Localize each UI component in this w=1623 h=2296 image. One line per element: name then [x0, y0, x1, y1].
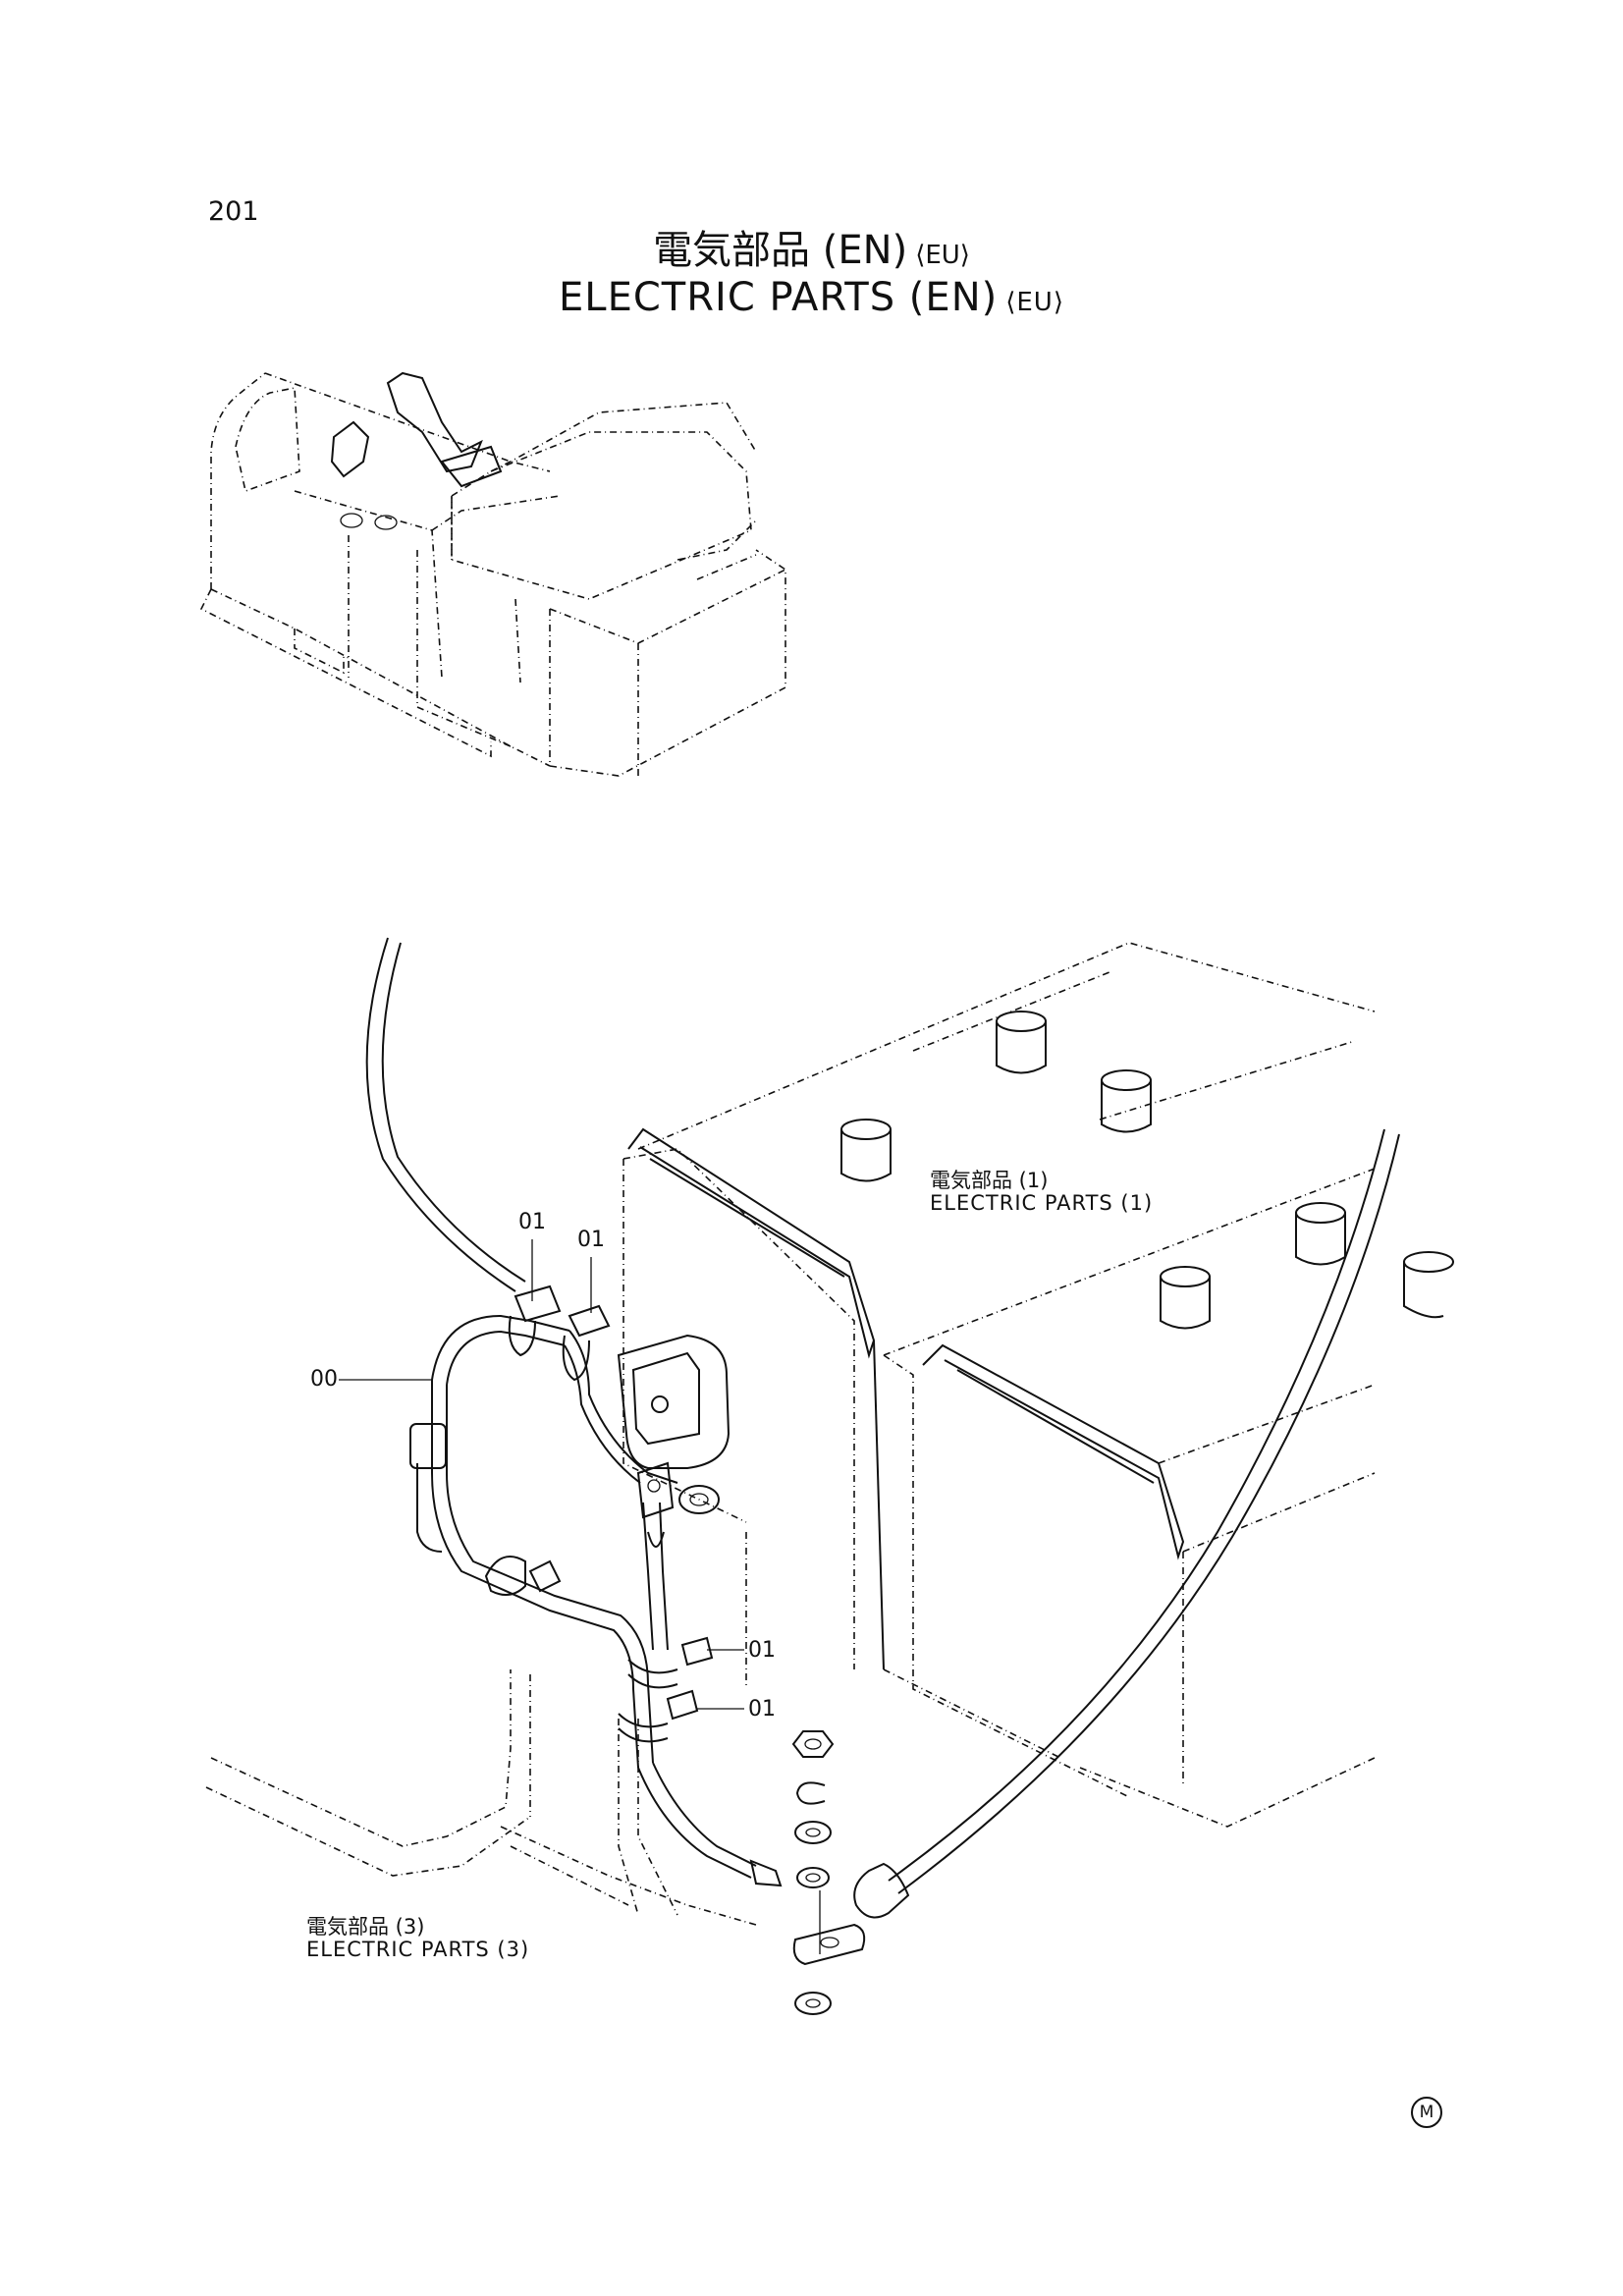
callout-number: 01: [748, 1697, 776, 1722]
m-mark: M: [1411, 2097, 1442, 2128]
ground-cable: [853, 1128, 1400, 1919]
title-english-text: ELECTRIC PARTS (EN): [559, 275, 999, 320]
callout-number: 01: [518, 1210, 546, 1234]
page-number: 201: [208, 196, 259, 227]
callout-number: 00: [310, 1367, 338, 1392]
frame-lines: [205, 1532, 757, 1926]
region-tag: ⟨EU⟩: [915, 241, 970, 270]
reference-label-en: ELECTRIC PARTS (1): [930, 1191, 1154, 1215]
leader-lines: [339, 1239, 744, 1710]
callout-number: 01: [577, 1228, 605, 1252]
hardware-stack: [791, 1730, 866, 2015]
title-english: ELECTRIC PARTS (EN)⟨EU⟩: [0, 275, 1623, 320]
harness-assembly: [409, 1285, 830, 1888]
callout-number: 01: [748, 1638, 776, 1663]
title-japanese: 電気部品 (EN)⟨EU⟩: [0, 218, 1623, 275]
overview-sketch: [199, 371, 786, 777]
reference-label-jp: 電気部品 (3): [306, 1915, 425, 1939]
reference-label-en: ELECTRIC PARTS (3): [306, 1938, 530, 1961]
region-tag: ⟨EU⟩: [1005, 288, 1064, 317]
title-japanese-text: 電気部品 (EN): [653, 228, 908, 273]
reference-label-jp: 電気部品 (1): [930, 1169, 1049, 1192]
main-cable: [365, 937, 526, 1292]
batteries: [622, 942, 1376, 1828]
